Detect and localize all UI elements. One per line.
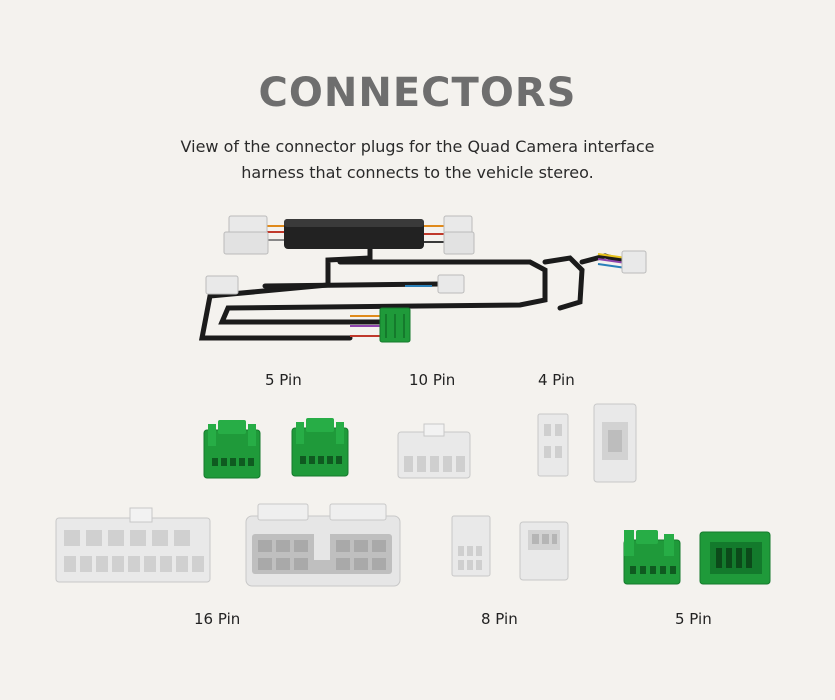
connector-5pin-green-bottom-right — [699, 531, 771, 585]
connector-4pin-white-right — [593, 403, 637, 483]
page-title: CONNECTORS — [258, 70, 577, 116]
label-5pin-bottom: 5 Pin — [675, 610, 712, 628]
label-16pin: 16 Pin — [194, 610, 241, 628]
connector-4pin-white-left — [537, 413, 569, 477]
connector-10pin-white — [397, 423, 471, 479]
label-4pin: 4 Pin — [538, 371, 575, 389]
page-subtitle: View of the connector plugs for the Quad… — [180, 137, 655, 182]
connector-5pin-green-bottom-left — [623, 530, 681, 585]
harness-image — [198, 215, 647, 343]
connector-16pin-white-left — [55, 507, 211, 583]
label-5pin-top: 5 Pin — [265, 371, 302, 389]
label-8pin: 8 Pin — [481, 610, 518, 628]
connector-16pin-white-right — [245, 503, 401, 587]
connector-8pin-white-left — [451, 515, 491, 577]
connector-5pin-green-left — [203, 420, 261, 479]
connector-5pin-green-right — [291, 418, 349, 477]
label-10pin: 10 Pin — [409, 371, 456, 389]
connector-8pin-white-right — [519, 521, 569, 581]
